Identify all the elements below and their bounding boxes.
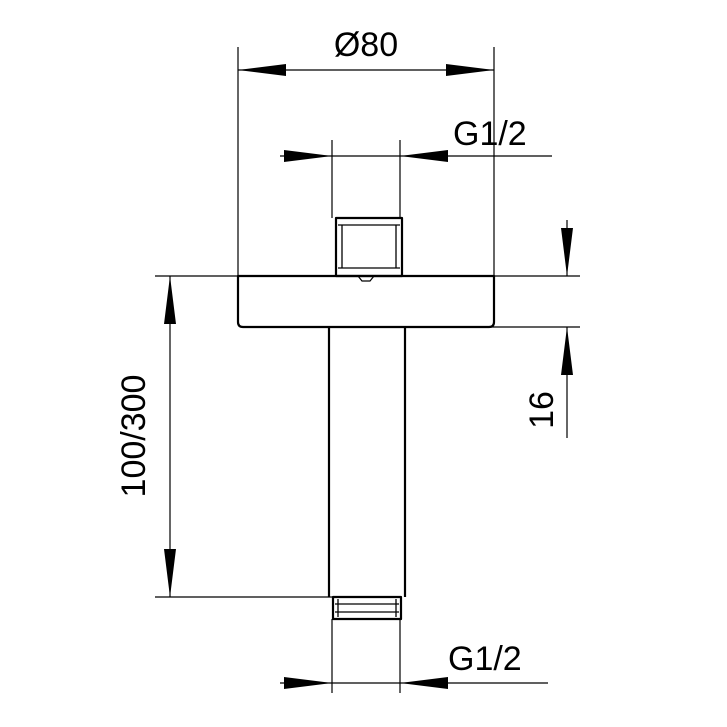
flange-height-label: 16 (523, 391, 561, 429)
bottom-thread-label: G1/2 (448, 640, 522, 678)
top-thread-label: G1/2 (453, 115, 527, 153)
shower-arm-tube (327, 327, 407, 597)
flange-diameter-label: Ø80 (334, 26, 398, 64)
dimension-flange-height: 16 (405, 220, 580, 438)
shower-arm-outline (236, 216, 496, 621)
dimension-arm-length: 100/300 (115, 275, 333, 598)
arm-length-label: 100/300 (115, 375, 153, 498)
dimension-flange-diameter: Ø80 (237, 26, 495, 276)
dimension-top-thread: G1/2 (280, 115, 552, 218)
flange-center-mark (357, 275, 375, 282)
top-thread-connector (334, 216, 404, 278)
ceiling-flange (236, 274, 496, 329)
dimension-bottom-thread: G1/2 (280, 619, 548, 693)
bottom-thread-connector (331, 595, 403, 621)
